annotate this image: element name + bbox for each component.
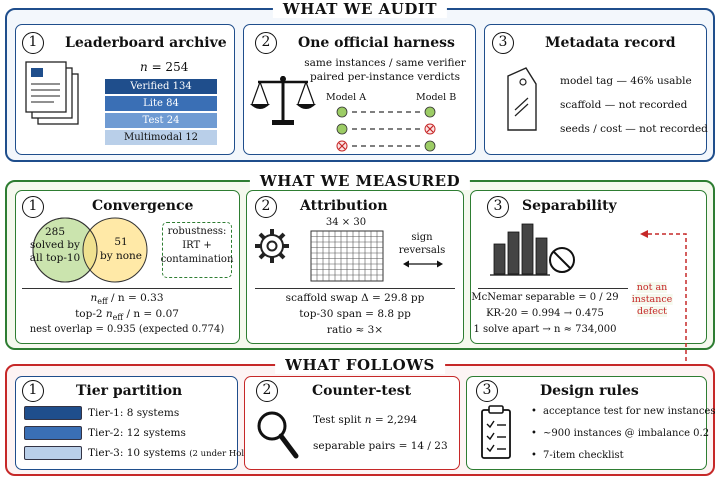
panel-title: Attribution: [300, 198, 388, 214]
grid-label: 34 × 30: [325, 217, 367, 228]
panel-title: Convergence: [92, 198, 194, 214]
model-b-label: Model B: [416, 92, 457, 103]
robustness-line-2: IRT +: [182, 240, 212, 251]
scales-icon: [250, 76, 316, 125]
divider: [478, 288, 628, 289]
tier-1-label: Tier-1: 8 systems: [88, 407, 180, 419]
venn-left-line-2: solved by: [30, 239, 80, 251]
feedback-arrow: [640, 230, 687, 382]
documents-icon: [25, 61, 79, 125]
panel-title: Design rules: [540, 383, 639, 399]
venn-right-line-2: by none: [99, 250, 143, 262]
tier-3-label: Tier-3: 10 systems (2 under Holm): [88, 447, 256, 459]
stat-scaffold-swap: scaffold swap Δ = 29.8 pp: [285, 292, 425, 304]
note-line-1: not an: [636, 282, 668, 293]
tier-1-swatch: [24, 406, 82, 420]
note-line-2: instance: [631, 294, 673, 305]
stat-n-eff: neff / n = 0.33: [90, 292, 164, 307]
tier-2-label: Tier-2: 12 systems: [88, 427, 186, 439]
metadata-item-model-tag: model tag — 46% usable: [560, 75, 692, 87]
step-number: 3: [487, 196, 509, 218]
step-number: 1: [22, 196, 44, 218]
divider: [255, 288, 455, 289]
tier-2-swatch: [24, 426, 82, 440]
bar-test: Test 24: [105, 113, 217, 128]
step-number: 1: [22, 32, 44, 54]
stat-top30-span: top-30 span = 8.8 pp: [299, 308, 411, 320]
divider: [22, 288, 232, 289]
stat-kr20: KR-20 = 0.994 → 0.475: [486, 308, 604, 319]
stat-top2-n-eff: top-2 neff / n = 0.07: [75, 308, 179, 323]
venn-right-count: 51: [114, 236, 128, 248]
panel-title: Counter-test: [312, 383, 412, 399]
stat-mcnemar: McNemar separable = 0 / 29: [471, 292, 619, 303]
note-line-3: defect: [637, 306, 667, 317]
metadata-item-seeds-cost: seeds / cost — not recorded: [560, 123, 708, 135]
panel-title: One official harness: [298, 35, 455, 51]
attribution-grid: [310, 230, 384, 282]
step-number: 2: [255, 196, 277, 218]
panel-title: Separability: [522, 198, 617, 214]
bar-verified: Verified 134: [105, 79, 217, 94]
design-rule-item: 7-item checklist: [531, 450, 624, 461]
counter-test-line-2: separable pairs = 14 / 23: [313, 440, 448, 452]
checklist-icon: [481, 405, 511, 459]
measured-section-title: WHAT WE MEASURED: [249, 172, 471, 190]
robustness-line-3: contamination: [160, 254, 234, 265]
counter-test-line-1: Test split n = 2,294: [313, 414, 418, 426]
metadata-item-scaffold: scaffold — not recorded: [560, 99, 688, 111]
robustness-box: [162, 222, 232, 278]
venn-left-line-3: all top-10: [29, 252, 81, 264]
magnifier-icon: [257, 411, 299, 459]
bar-lite: Lite 84: [105, 96, 217, 111]
venn-diagram: [32, 217, 148, 283]
panel-title: Metadata record: [545, 35, 676, 51]
panel-title: Tier partition: [76, 383, 183, 399]
design-rule-item: ~900 instances @ imbalance 0.2: [531, 428, 709, 439]
venn-left-count: 285: [44, 226, 66, 238]
harness-line-2: paired per-instance verdicts: [309, 71, 461, 83]
stat-solve-apart: 1 solve apart → n ≈ 734,000: [473, 324, 617, 335]
sign-reversals-line-2: reversals: [398, 245, 446, 256]
robustness-line-1: robustness:: [167, 226, 227, 237]
step-number: 1: [22, 380, 44, 402]
tier-3-swatch: [24, 446, 82, 460]
step-number: 2: [256, 380, 278, 402]
stat-ratio: ratio ≈ 3×: [326, 324, 384, 336]
paired-verdicts-icon: [336, 106, 436, 152]
bar-chart-icon: [490, 223, 575, 276]
follows-section-title: WHAT FOLLOWS: [275, 356, 445, 374]
sign-reversals-line-1: sign: [411, 232, 433, 243]
gear-icon: [255, 229, 289, 263]
step-number: 2: [255, 32, 277, 54]
audit-section-title: WHAT WE AUDIT: [272, 0, 448, 18]
harness-line-1: same instances / same verifier: [304, 57, 466, 69]
panel-title: Leaderboard archive: [65, 35, 227, 51]
model-a-label: Model A: [326, 92, 367, 103]
tag-icon: [507, 67, 537, 131]
design-rule-item: acceptance test for new instances: [531, 406, 715, 417]
step-number: 3: [492, 32, 514, 54]
double-arrow-icon: [403, 260, 443, 268]
step-number: 3: [476, 380, 498, 402]
stat-nest-overlap: nest overlap = 0.935 (expected 0.774): [29, 324, 225, 335]
archive-count: n = 254: [140, 60, 189, 74]
bar-multimodal: Multimodal 12: [105, 130, 217, 145]
